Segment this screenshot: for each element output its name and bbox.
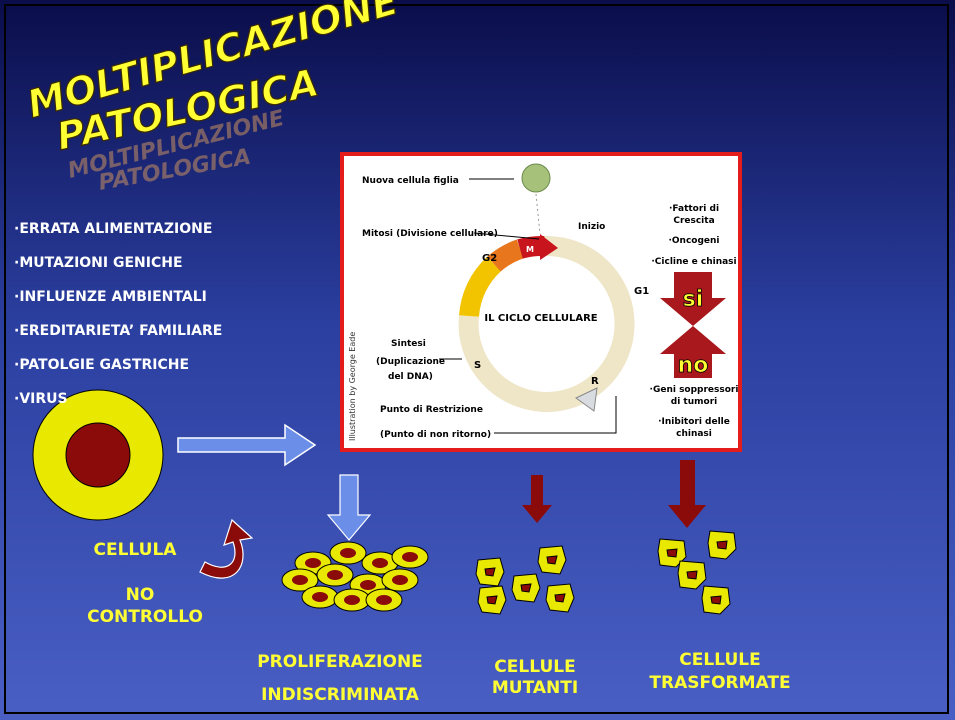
pos-factor: ·Fattori di <box>669 204 719 214</box>
restriction-label: (Punto di non ritorno) <box>380 430 491 440</box>
cell-cycle-diagram: IL CICLO CELLULARE Nuova cellula figlia … <box>348 163 738 441</box>
pos-factor: Crescita <box>673 216 714 226</box>
proliferation-label: PROLIFERAZIONE <box>257 652 423 672</box>
synthesis-label: del DNA) <box>388 372 433 382</box>
pos-factor: ·Oncogeni <box>668 236 719 246</box>
start-label: Inizio <box>578 222 605 232</box>
arrow-down-blue-icon <box>326 474 372 541</box>
credit-label: Illustration by George Eade <box>348 332 357 441</box>
proliferation-label: INDISCRIMINATA <box>261 685 419 705</box>
daughter-cell <box>521 163 551 193</box>
phase-m: M <box>526 245 534 254</box>
phase-r: R <box>591 376 599 387</box>
neg-factor: chinasi <box>676 429 712 439</box>
proliferating-cells <box>281 541 429 612</box>
neg-factor: di tumori <box>671 397 717 407</box>
neg-factor: ·Geni soppressori <box>650 385 738 395</box>
no-control-label: NO <box>125 585 155 605</box>
arrow-right-icon <box>177 423 317 467</box>
yes-label: si <box>683 287 704 312</box>
list-item: ·PATOLGIE GASTRICHE <box>14 357 190 373</box>
s-arc <box>459 256 502 318</box>
list-item: ·INFLUENZE AMBIENTALI <box>14 289 207 305</box>
synthesis-label: Sintesi <box>391 339 426 349</box>
g2-arc <box>487 239 524 272</box>
transformed-cells <box>657 530 737 615</box>
g1-arc <box>458 235 635 412</box>
cell-cycle-panel: IL CICLO CELLULARE Nuova cellula figlia … <box>340 152 742 452</box>
curved-arrow-icon <box>199 518 254 579</box>
arrow-down-red-icon-2 <box>668 460 706 528</box>
phase-s: S <box>474 360 481 371</box>
cycle-center-label: IL CICLO CELLULARE <box>484 313 597 324</box>
list-item: ·MUTAZIONI GENICHE <box>14 255 183 271</box>
restriction-label: Punto di Restrizione <box>380 405 483 415</box>
mutant-cells <box>475 545 575 615</box>
causes-list: ·ERRATA ALIMENTAZIONE ·MUTAZIONI GENICHE… <box>14 212 222 416</box>
list-item: ·EREDITARIETA’ FAMILIARE <box>14 323 223 339</box>
no-label: no <box>678 353 709 378</box>
cell-label: CELLULA <box>93 540 177 560</box>
no-arrow-icon: no <box>660 326 726 378</box>
r-arrowhead-icon <box>575 387 598 412</box>
mutant-label: MUTANTI <box>491 678 579 698</box>
phase-g1: G1 <box>634 286 649 297</box>
synthesis-label: (Duplicazione <box>376 357 445 367</box>
transformed-label: CELLULE <box>679 650 761 670</box>
list-item: ·ERRATA ALIMENTAZIONE <box>14 221 213 237</box>
neg-factor: ·Inibitori delle <box>658 417 730 427</box>
m-arrowhead-icon <box>540 234 558 260</box>
mitosis-label: Mitosi (Divisione cellulare) <box>362 229 498 239</box>
yes-arrow-icon: si <box>660 272 726 326</box>
transformed-label: TRASFORMATE <box>649 673 791 693</box>
slide-frame <box>4 4 949 714</box>
pos-factor: ·Cicline e chinasi <box>651 257 736 267</box>
arrow-down-red-icon <box>522 475 552 523</box>
mutant-label: CELLULE <box>494 657 576 677</box>
phase-g2: G2 <box>482 253 497 264</box>
no-control-label: CONTROLLO <box>87 607 203 627</box>
new-cell-label: Nuova cellula figlia <box>362 176 459 186</box>
normal-cell <box>32 389 164 521</box>
list-item: ·VIRUS <box>14 391 68 407</box>
